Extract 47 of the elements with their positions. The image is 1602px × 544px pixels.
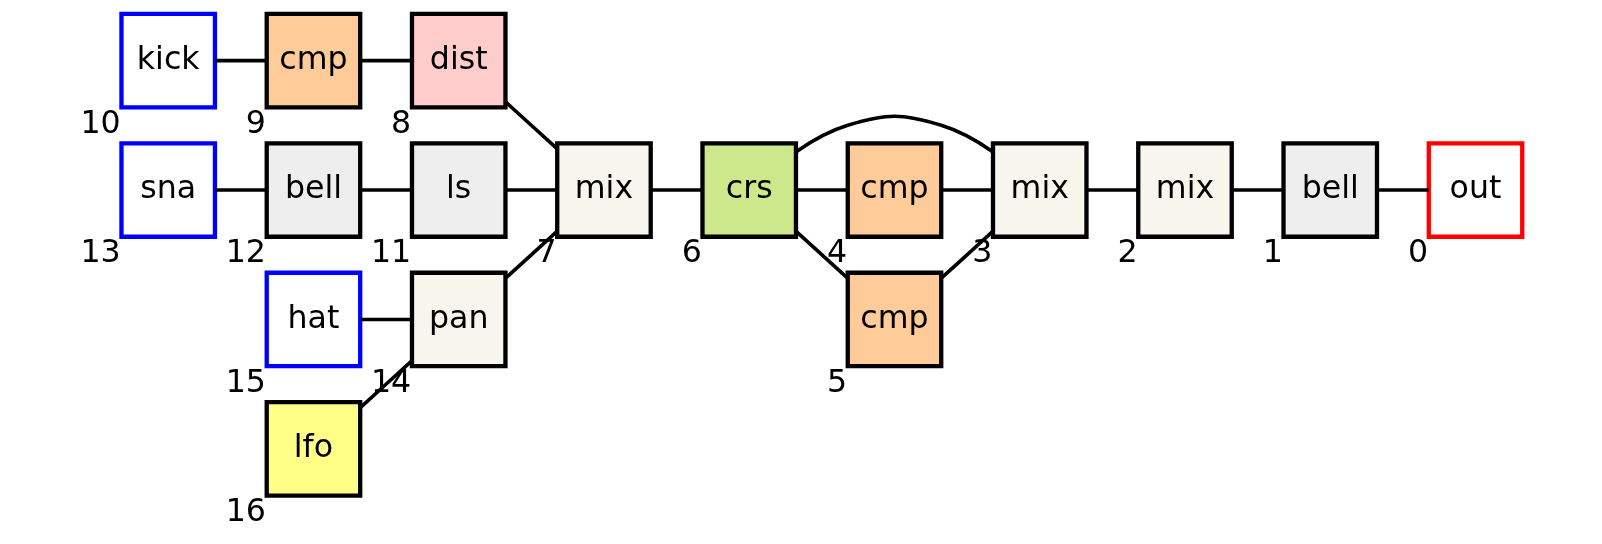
node-label: 13 <box>80 233 121 270</box>
connector <box>795 114 994 154</box>
node-label: 12 <box>225 233 266 270</box>
node-label: 8 <box>391 103 412 140</box>
node-label: 9 <box>245 103 266 140</box>
node-label: 0 <box>1407 233 1429 270</box>
node-box: hat <box>264 270 363 369</box>
node-label: 4 <box>826 233 848 270</box>
connector <box>796 188 848 192</box>
node-label: 5 <box>826 362 848 399</box>
node-box: lfo <box>264 400 363 498</box>
node-box: ls <box>409 141 508 239</box>
connector <box>504 230 559 280</box>
connector <box>1231 188 1284 192</box>
connector <box>505 188 558 192</box>
node-label: 2 <box>1117 233 1138 270</box>
connector <box>360 317 412 322</box>
node-box: mix <box>1136 141 1234 239</box>
node-label: 6 <box>681 233 702 270</box>
node-label: 11 <box>370 233 412 270</box>
node-label: 16 <box>225 491 266 528</box>
connector <box>360 58 412 63</box>
node-box: sna <box>119 141 218 239</box>
node-box: cmp <box>845 141 944 239</box>
connector <box>941 188 993 192</box>
node-box: cmp <box>845 270 944 369</box>
node-label: 15 <box>225 362 266 399</box>
connector <box>650 188 703 192</box>
node-box: bell <box>1281 141 1380 239</box>
node-box: mix <box>990 141 1089 239</box>
node-box: out <box>1426 141 1525 239</box>
node-box: crs <box>700 141 799 239</box>
node-box: kick <box>119 11 218 110</box>
node-box: bell <box>264 141 363 239</box>
node-box: pan <box>409 270 508 369</box>
connector <box>360 188 412 192</box>
node-label: 10 <box>80 103 121 140</box>
connector <box>215 188 267 192</box>
connector <box>940 230 994 280</box>
connector <box>215 58 267 63</box>
connector <box>1377 188 1429 192</box>
connector <box>504 100 559 150</box>
node-box: mix <box>555 141 653 239</box>
node-label: 1 <box>1262 233 1283 270</box>
connector <box>1086 188 1139 192</box>
node-box: cmp <box>264 11 363 110</box>
node-box: dist <box>409 11 508 110</box>
